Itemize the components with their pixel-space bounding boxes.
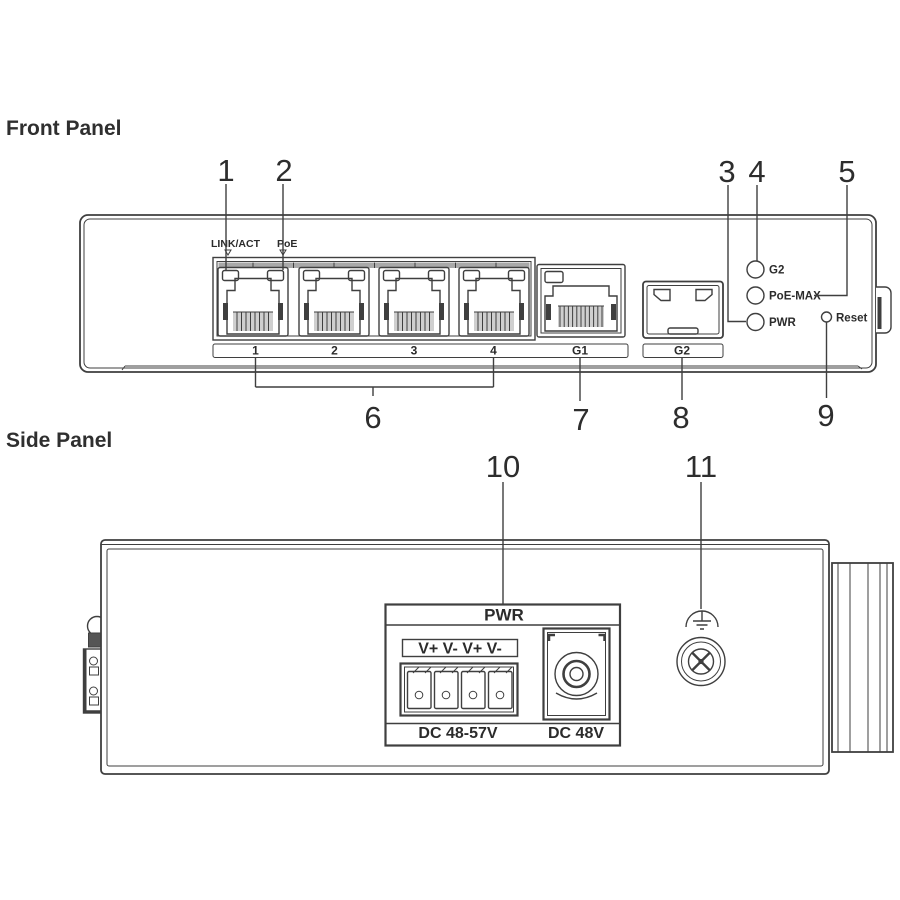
side-panel-title: Side Panel [6, 429, 113, 452]
g2-led [746, 260, 765, 279]
pwr-led [746, 312, 765, 332]
callout-6: 6 [364, 400, 381, 435]
strip-label-2: 2 [331, 344, 338, 358]
strip-label-g1: G1 [572, 344, 588, 358]
terminal-block [399, 662, 519, 717]
ribbed-block [831, 562, 894, 753]
side-callout-lines [502, 482, 702, 609]
rj45-port-2 [298, 266, 370, 337]
callout-1: 1 [217, 153, 234, 188]
callout-3: 3 [718, 154, 735, 189]
strip-label-1: 1 [252, 344, 259, 358]
terminal-polarity-label: V+ V- V+ V- [418, 641, 502, 658]
callout-9: 9 [817, 398, 834, 433]
sfp-label-strip: G2 [642, 343, 724, 358]
callout-5: 5 [838, 154, 855, 189]
rj45-port-4 [458, 266, 530, 337]
callout-10: 10 [486, 449, 520, 484]
strip-label-3: 3 [411, 344, 418, 358]
callout-8: 8 [672, 400, 689, 435]
rj45-port-3 [378, 266, 450, 337]
status-led-cluster: G2 PoE-MAX PWR [746, 260, 821, 332]
callout-2: 2 [275, 153, 292, 188]
g1-port [536, 263, 626, 338]
strip-label-g2: G2 [674, 344, 690, 358]
g2-led-label: G2 [769, 265, 784, 277]
callout-7: 7 [572, 402, 589, 437]
grounding-screw [676, 610, 726, 687]
pwr-box-title: PWR [484, 606, 524, 625]
dc-barrel-jack [542, 627, 611, 721]
front-panel-diagram: 1 2 3 4 5 LINK/ACT PoE [79, 153, 892, 437]
side-panel-diagram: 10 11 [82, 449, 894, 775]
poe-max-led-label: PoE-MAX [769, 291, 821, 303]
poe-port-group [212, 256, 536, 341]
jack-rating-label: DC 48V [548, 725, 604, 742]
port-label-strip: 1 2 3 4 G1 [212, 343, 629, 358]
strip-label-4: 4 [490, 344, 497, 358]
pwr-led-label: PWR [769, 317, 797, 329]
poe-max-led [746, 286, 765, 305]
g2-sfp-port [642, 280, 724, 339]
callout-4: 4 [748, 154, 765, 189]
pwr-box: PWR V+ V- V+ V- [384, 603, 622, 747]
terminal-rating-label: DC 48-57V [418, 725, 497, 742]
poe-label: PoE [277, 238, 297, 250]
front-callout-lines [225, 184, 848, 401]
reset-button: Reset [820, 311, 867, 325]
reset-label: Reset [836, 313, 867, 325]
reset-hole [820, 311, 833, 323]
rj45-port-1 [217, 266, 289, 337]
ground-symbol-icon [693, 611, 711, 630]
link-act-label: LINK/ACT [211, 238, 261, 250]
front-panel-title: Front Panel [6, 117, 122, 140]
callout-11: 11 [685, 449, 717, 484]
